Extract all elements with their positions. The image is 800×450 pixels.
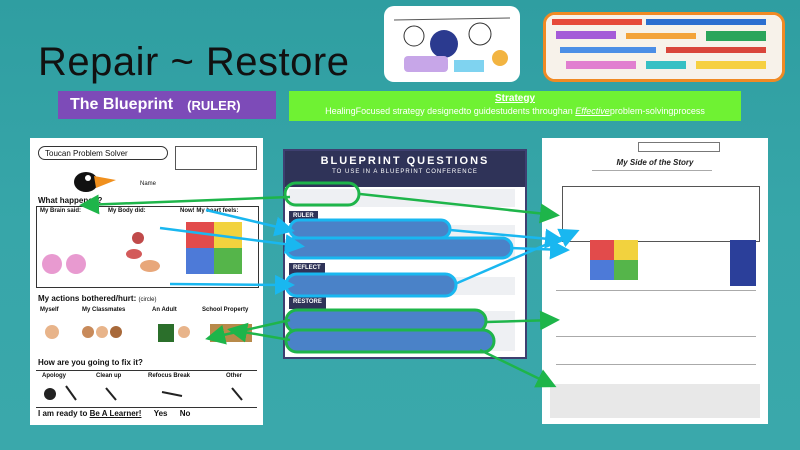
section-reflect: REFLECT xyxy=(289,263,325,275)
strategy-text-emphasis: Effective xyxy=(575,106,610,116)
ready-statement: I am ready to Be A Learner! Yes No xyxy=(38,409,190,418)
fix-refocus-break[interactable]: Refocus Break xyxy=(148,373,191,379)
what-happened-box xyxy=(36,206,259,288)
circle-note: (circle) xyxy=(138,297,157,303)
rule-line xyxy=(556,364,756,365)
highlight-pill xyxy=(284,236,514,260)
strategy-heading: Strategy xyxy=(494,93,535,104)
toucan-worksheet: Toucan Problem Solver Name What happened… xyxy=(30,138,263,425)
flyer-image xyxy=(546,15,782,79)
highlight-pill xyxy=(284,328,496,354)
actions-bothered-text: My actions bothered/hurt: xyxy=(38,294,137,303)
victim-school-property[interactable]: School Property xyxy=(202,307,249,313)
mood-meter-grid xyxy=(186,222,242,274)
victim-classmates[interactable]: My Classmates xyxy=(82,307,126,313)
actions-bothered-label: My actions bothered/hurt: (circle) xyxy=(38,294,156,303)
what-happened-label: What happened? xyxy=(38,196,103,205)
panel-subheading: TO USE IN A BLUEPRINT CONFERENCE xyxy=(332,169,478,175)
story-box xyxy=(562,186,760,242)
date-box xyxy=(175,146,257,170)
body-actions-icon xyxy=(126,232,160,272)
fix-apology[interactable]: Apology xyxy=(42,373,66,379)
blueprint-badge: The Blueprint (RULER) xyxy=(58,91,276,119)
signature-box xyxy=(550,384,760,418)
ready-text: I am ready to xyxy=(38,409,88,418)
strategy-text: HealingFocused strategy designedto guide… xyxy=(289,106,741,116)
highlight-pill xyxy=(284,272,458,298)
strategy-text-pre: HealingFocused strategy designedto guide… xyxy=(325,106,576,116)
worksheet-title: Toucan Problem Solver xyxy=(38,146,168,160)
highlight-oval xyxy=(283,181,361,207)
brain-characters-icon xyxy=(42,254,86,274)
victim-myself[interactable]: Myself xyxy=(40,307,59,313)
toucan-icon xyxy=(74,172,116,192)
name-label: Name xyxy=(140,181,157,187)
strategy-box: Strategy HealingFocused strategy designe… xyxy=(289,91,741,121)
fix-icons xyxy=(44,385,243,401)
ready-emphasis: Be A Learner! xyxy=(89,409,142,418)
my-side-worksheet: My Side of the Story xyxy=(542,138,768,424)
ready-no[interactable]: No xyxy=(179,409,191,418)
rule-line xyxy=(556,336,756,337)
page-title: Repair ~ Restore xyxy=(38,40,350,84)
badge-title: The Blueprint xyxy=(70,96,174,113)
panel-header: BLUEPRINT QUESTIONS TO USE IN A BLUEPRIN… xyxy=(285,151,525,187)
right-sheet-title: My Side of the Story xyxy=(616,158,694,167)
sketchnote-thumbnail[interactable] xyxy=(384,6,520,82)
sketchnote-image xyxy=(393,17,511,72)
book-cover xyxy=(730,240,756,286)
panel-heading: BLUEPRINT QUESTIONS xyxy=(320,155,490,167)
fix-clean-up[interactable]: Clean up xyxy=(96,373,122,379)
fix-other[interactable]: Other xyxy=(226,373,243,379)
victim-adult[interactable]: An Adult xyxy=(152,307,177,313)
ready-yes[interactable]: Yes xyxy=(153,409,168,418)
badge-subtitle: (RULER) xyxy=(187,97,241,113)
header-box xyxy=(638,142,720,152)
fix-question: How are you going to fix it? xyxy=(38,358,143,367)
body-did-label: My Body did: xyxy=(108,208,146,214)
rule-line xyxy=(592,170,712,171)
fix-options-box xyxy=(36,370,257,408)
flyer-thumbnail[interactable] xyxy=(543,12,785,82)
section-restore: RESTORE xyxy=(289,297,326,309)
mood-meter-thumb xyxy=(590,240,638,280)
strategy-text-post: problem-solvingprocess xyxy=(609,106,705,116)
rule-line xyxy=(556,290,756,291)
highlight-pill xyxy=(288,218,452,240)
brain-said-label: My Brain said: xyxy=(40,208,82,214)
